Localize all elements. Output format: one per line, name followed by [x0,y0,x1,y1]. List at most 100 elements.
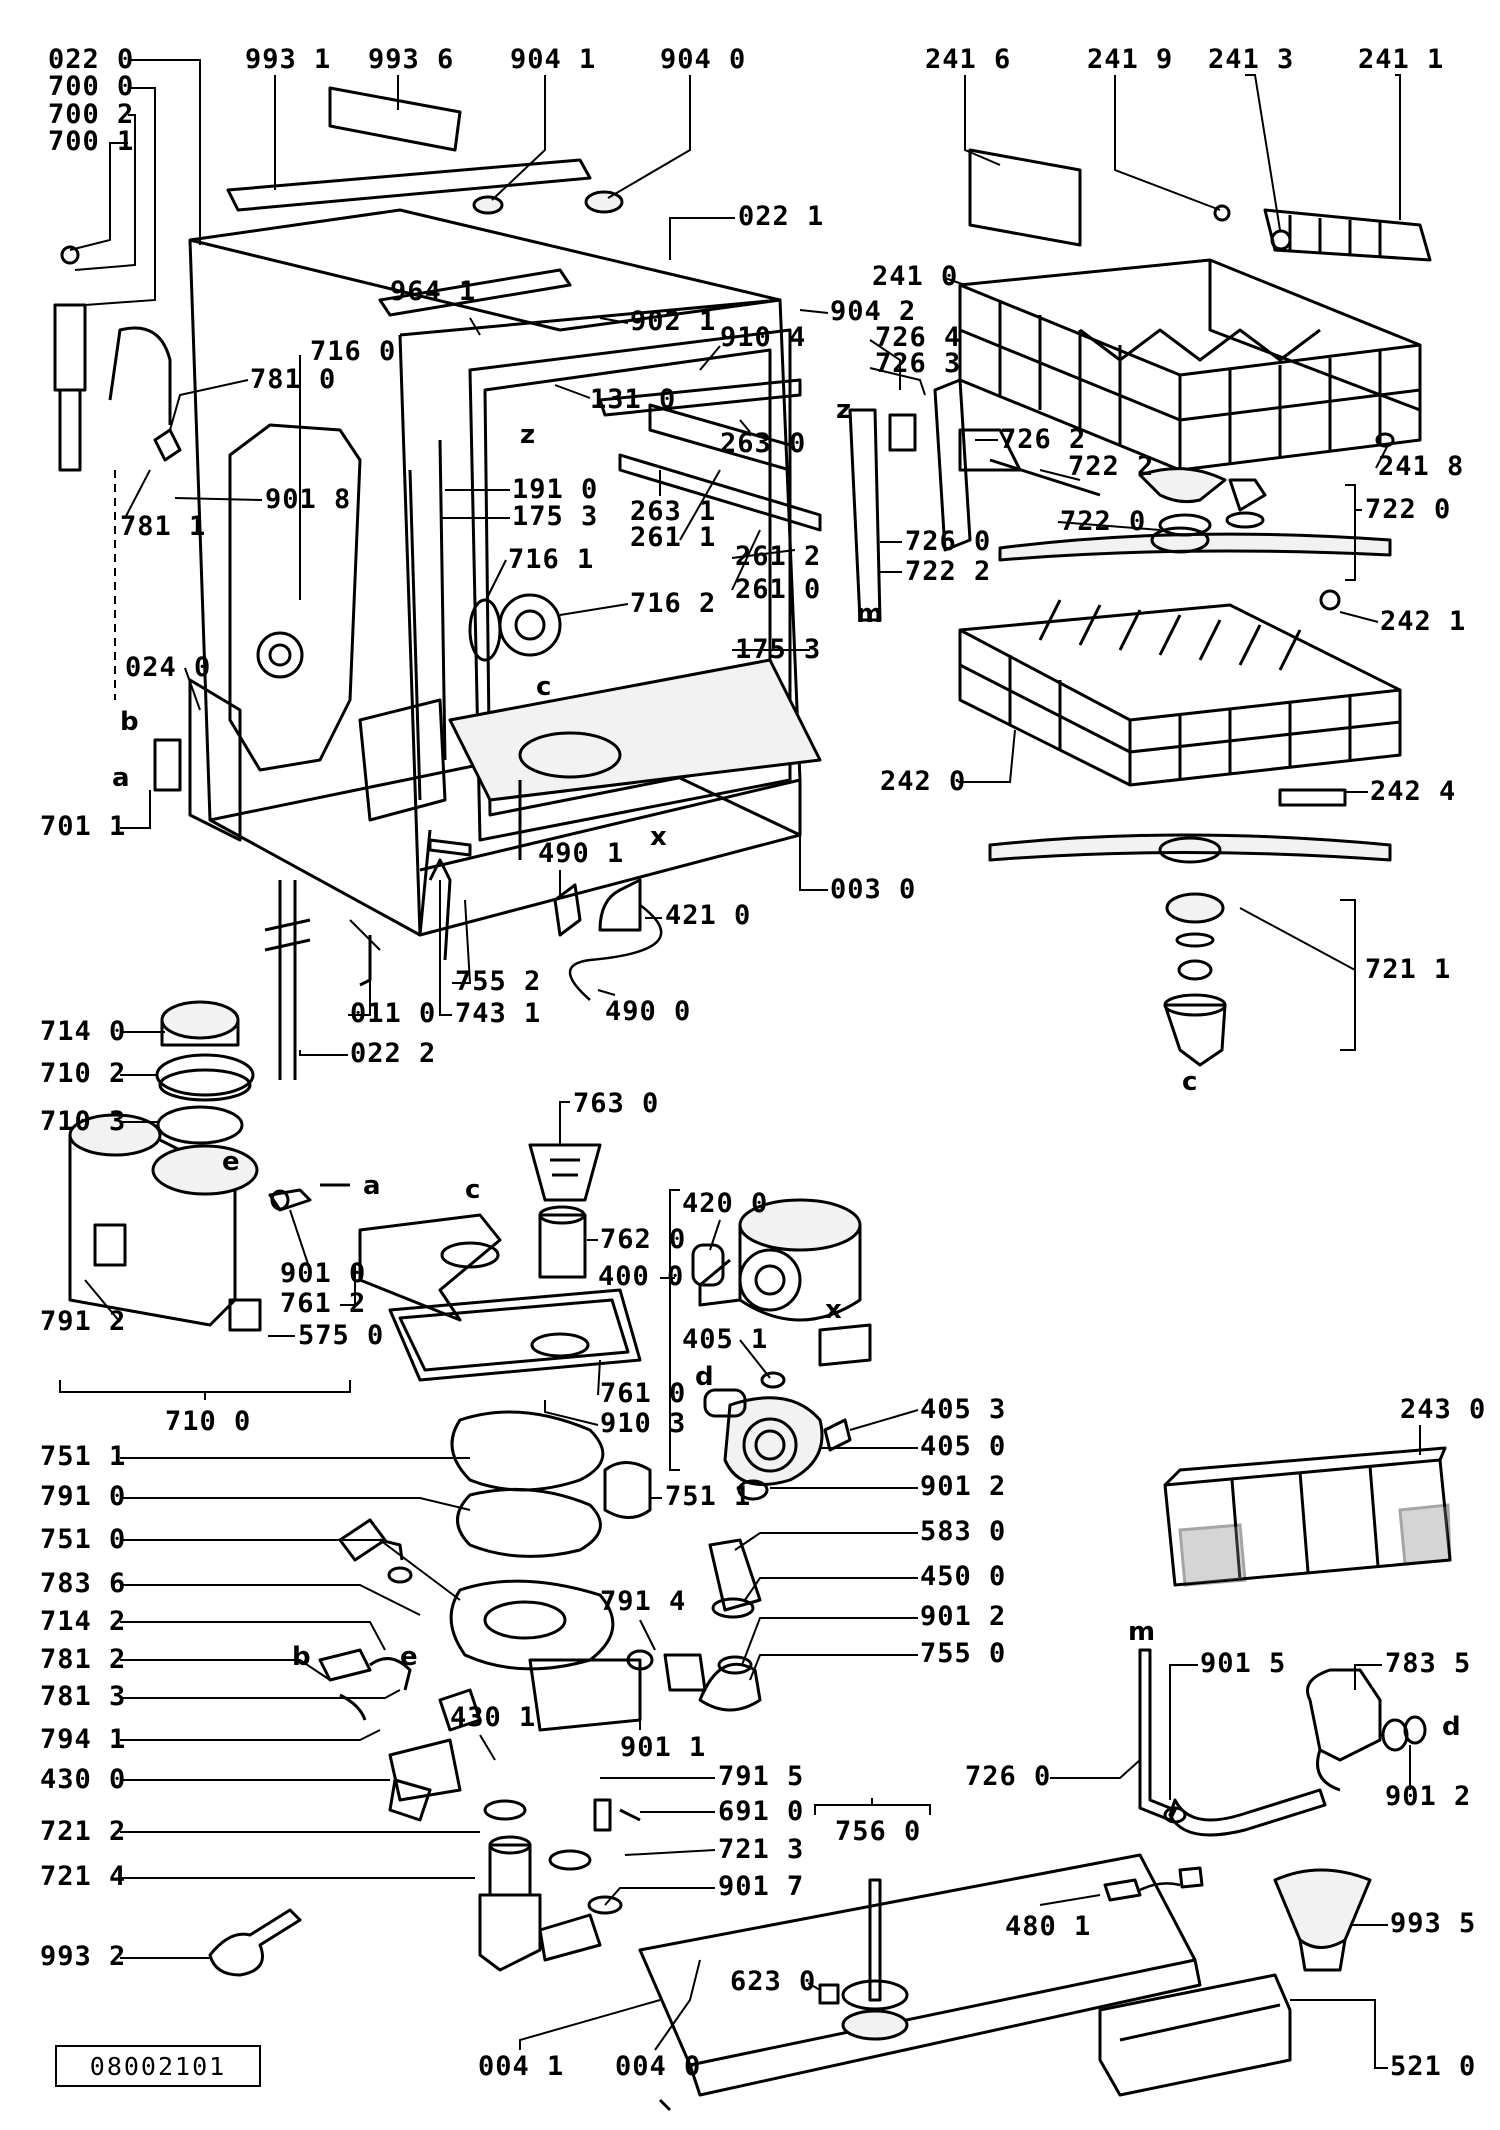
drain-pump-drawing [318,1518,641,1972]
leader-line-781-0 [169,379,249,431]
part-label-904-1: 904 1 [510,44,596,75]
part-label-783-5: 783 5 [1385,1648,1471,1679]
part-label-901-5: 901 5 [1200,1648,1286,1679]
part-label-791-4: 791 4 [600,1586,686,1617]
letter-z: z [836,395,851,425]
leader-line-241-1 [1395,74,1401,220]
letter-d: d [1442,1712,1461,1742]
leader-line-791-0 [120,1497,471,1511]
leader-lines [69,59,1421,2069]
part-label-901-2c: 901 2 [1385,1781,1471,1812]
leader-line-261-0 [731,529,761,591]
leader-line-763-0 [559,1101,570,1145]
letter-a: a [363,1171,381,1201]
part-label-904-2: 904 2 [830,296,916,327]
cabinet-frame-drawing [188,208,822,937]
leader-line-755-0 [749,1654,918,1681]
leader-line-261-2 [731,549,796,559]
sump-filter-drawing [358,1143,652,1732]
part-label-191-0: 191 0 [512,474,598,505]
leader-line-783-6 [120,1584,421,1616]
letter-a: a [112,763,130,793]
part-label-714-0: 714 0 [40,1016,126,1047]
leader-line-004-0 [654,1959,701,2051]
part-label-261-0: 261 0 [735,574,821,605]
part-label-791-5: 791 5 [718,1761,804,1792]
part-label-700-1: 700 1 [48,126,134,157]
part-label-261-1: 261 1 [630,522,716,553]
leader-line-901-7 [604,1887,715,1906]
part-label-791-2: 791 2 [40,1306,126,1337]
part-label-781-3: 781 3 [40,1681,126,1712]
part-label-710-3: 710 3 [40,1106,126,1137]
wash-pump-drawing [626,1198,872,1712]
leader-line-480-1 [1039,1894,1101,1906]
group-brackets [59,484,1356,1815]
letter-e: e [400,1642,418,1672]
part-label-716-1: 716 1 [508,544,594,575]
leader-line-420-0 [709,1219,721,1251]
part-label-420-0: 420 0 [682,1188,768,1219]
part-label-901-0: 901 0 [280,1258,366,1289]
part-label-722-2b: 722 2 [905,556,991,587]
leader-line-583-0 [734,1532,918,1551]
part-label-700-0: 700 0 [48,71,134,102]
part-label-003-0: 003 0 [830,874,916,905]
part-label-993-1: 993 1 [245,44,331,75]
part-label-755-0: 755 0 [920,1638,1006,1669]
leader-line-901-0 [289,1209,311,1271]
top-plate-drawing [53,86,624,792]
part-label-004-1: 004 1 [478,2051,564,2082]
leader-line-901-2b [741,1617,918,1666]
leader-line-783-5 [1354,1664,1382,1690]
part-label-726-0a: 726 0 [905,526,991,557]
leader-line-241-9 [1114,75,1221,211]
part-label-714-2: 714 2 [40,1606,126,1637]
leader-line-902-1 [599,317,629,324]
cutlery-basket-drawing [1163,1446,1452,1587]
leader-line-241-6 [964,75,1001,166]
leader-line-022-1 [669,217,735,260]
part-label-241-6: 241 6 [925,44,1011,75]
part-label-722-2a: 722 2 [1068,451,1154,482]
part-label-691-0: 691 0 [718,1796,804,1827]
part-label-726-3: 726 3 [875,348,961,379]
part-label-761-2: 761 2 [280,1288,366,1319]
part-label-783-6: 783 6 [40,1568,126,1599]
lower-rack-drawing [958,589,1402,807]
leader-line-004-1 [519,1999,661,2050]
part-label-901-2a: 901 2 [920,1471,1006,1502]
letter-d: d [695,1362,714,1392]
part-label-405-1: 405 1 [682,1324,768,1355]
part-label-430-0: 430 0 [40,1764,126,1795]
leader-line-701-1 [120,790,151,829]
part-label-583-0: 583 0 [920,1516,1006,1547]
leader-line-751-0 [120,1539,461,1601]
leader-line-761-2 [340,1265,356,1306]
leader-line-716-1 [485,559,507,601]
part-label-430-1: 430 1 [450,1702,536,1733]
part-label-263-1: 263 1 [630,496,716,527]
leader-line-904-0 [607,75,691,199]
letter-e: e [222,1147,240,1177]
leader-line-700-1 [69,142,128,251]
leader-line-241-3 [1245,74,1281,231]
letter-b: b [292,1642,311,1672]
leader-line-904-1 [491,75,546,201]
leader-line-721-3 [624,1849,716,1856]
part-label-022-2: 022 2 [350,1038,436,1069]
part-label-011-0: 011 0 [350,998,436,1029]
leader-line-726-0b [1050,1759,1141,1779]
part-label-242-4: 242 4 [1370,776,1456,807]
part-label-901-1: 901 1 [620,1732,706,1763]
leader-line-450-0 [744,1577,918,1601]
leader-line-964-1 [469,317,481,336]
part-label-794-1: 794 1 [40,1724,126,1755]
part-label-175-3a: 175 3 [512,501,598,532]
part-label-490-0: 490 0 [605,996,691,1027]
leader-line-726-3 [869,367,926,396]
leader-line-722-0a [1057,521,1161,531]
leader-line-781-1 [124,469,151,519]
